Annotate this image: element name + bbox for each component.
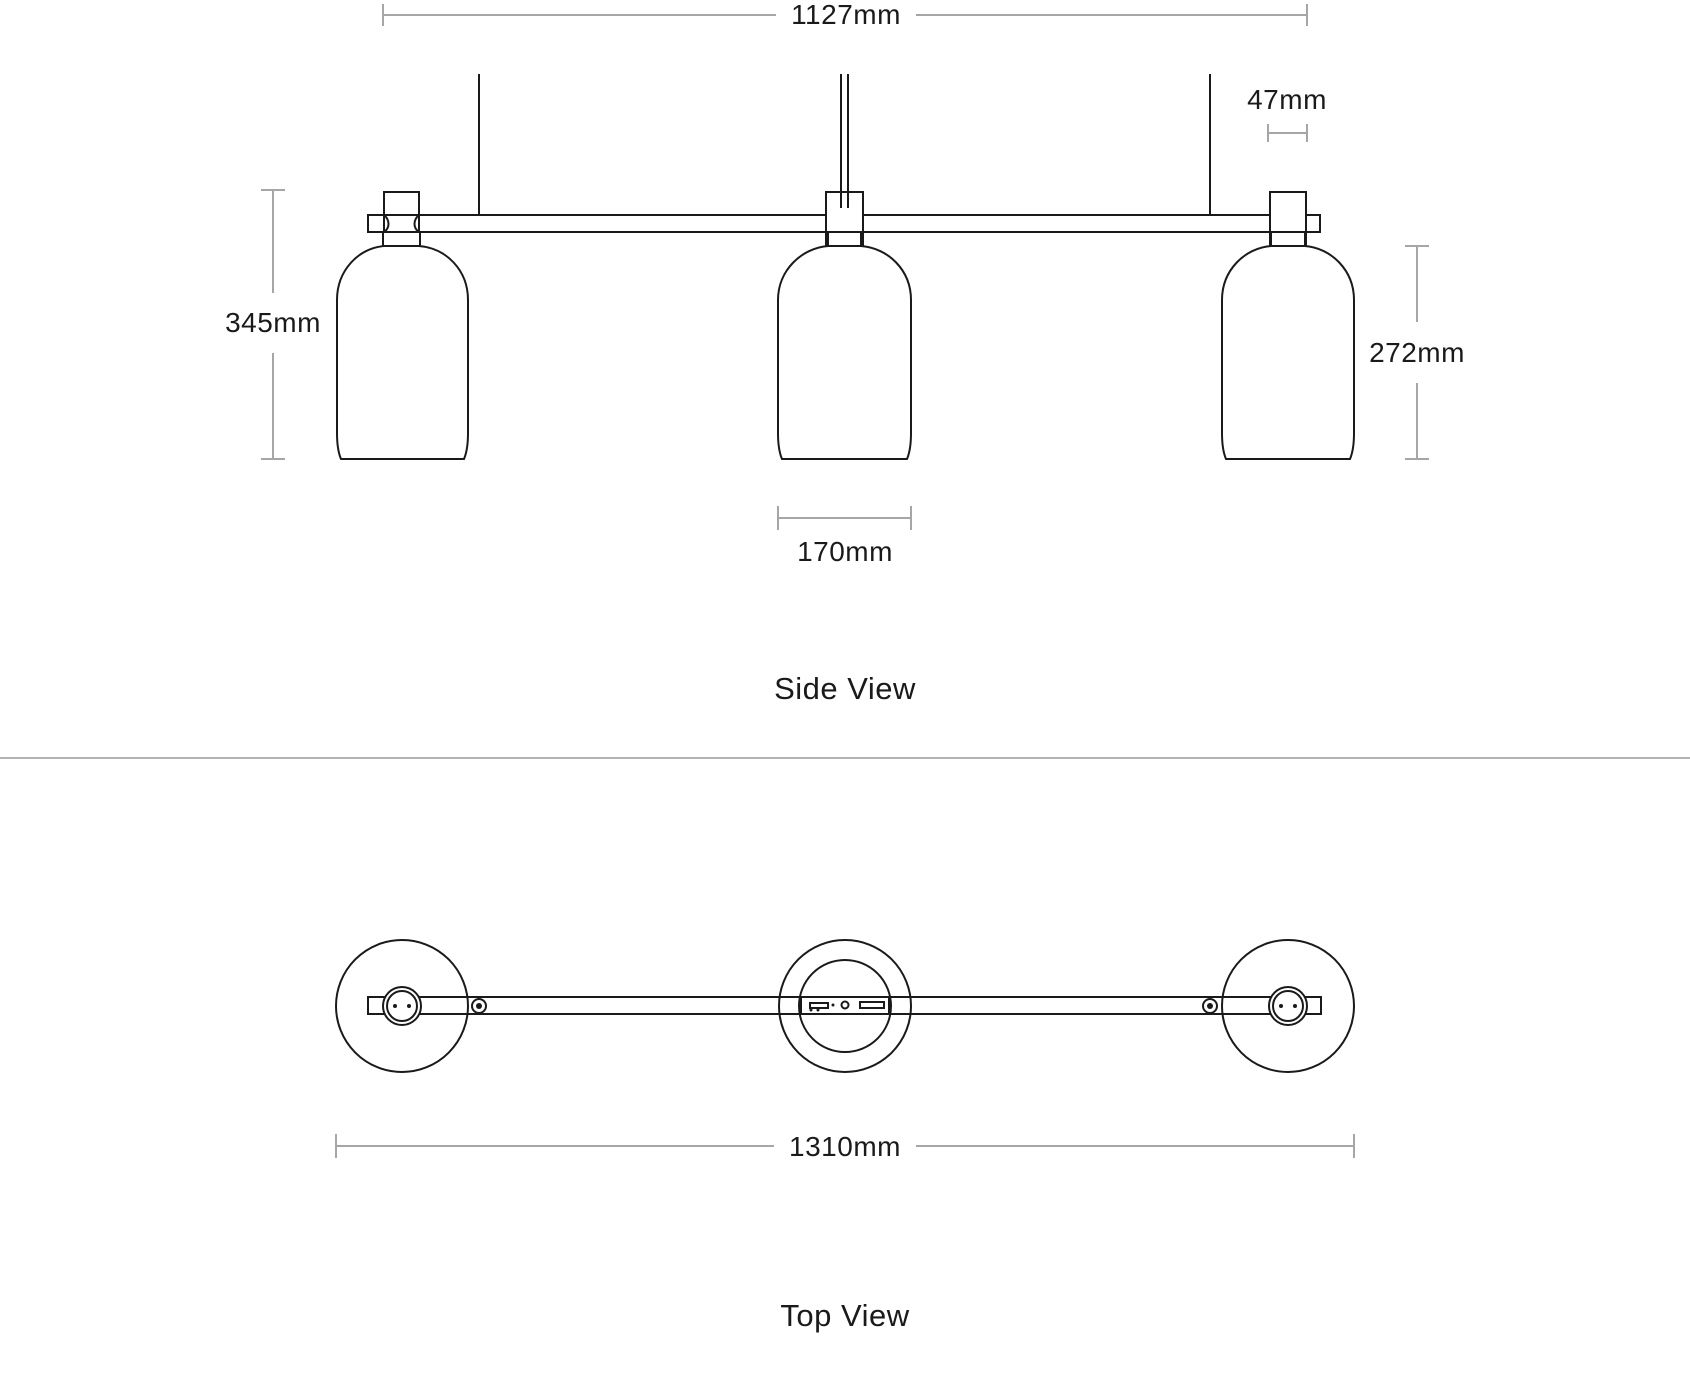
total-height-label: 345mm (225, 307, 321, 338)
right-pendant (367, 191, 1355, 460)
center-canopy-plate (798, 959, 892, 1053)
dimension-canopy-width: 47mm (1247, 84, 1327, 142)
suspension-cables (478, 74, 1211, 215)
dimension-shade-width: 170mm (777, 506, 912, 567)
dimension-total-height: 345mm (225, 189, 321, 460)
center-pendant (777, 191, 912, 460)
canopy-width-label: 47mm (1247, 84, 1327, 115)
top-view-caption: Top View (780, 1298, 909, 1333)
center-shade (777, 245, 912, 460)
top-view: 1310mm Top View (335, 939, 1355, 1333)
left-socket (382, 986, 422, 1026)
side-view: 1127mm 47mm (225, 0, 1465, 706)
dimension-overall-length: 1310mm (335, 1131, 1355, 1162)
right-shade (1221, 245, 1355, 460)
left-pendant (336, 191, 469, 460)
overall-width-label: 1127mm (791, 0, 901, 30)
overall-length-label: 1310mm (789, 1131, 901, 1162)
dimension-shade-height: 272mm (1369, 245, 1465, 460)
left-cable-grip (471, 998, 487, 1014)
left-shade (336, 245, 469, 460)
right-socket (1268, 986, 1308, 1026)
side-view-caption: Side View (774, 671, 916, 706)
right-cable-grip (1202, 998, 1218, 1014)
shade-width-label: 170mm (797, 536, 893, 567)
shade-height-label: 272mm (1369, 337, 1465, 368)
dimension-overall-width: 1127mm (382, 0, 1308, 30)
